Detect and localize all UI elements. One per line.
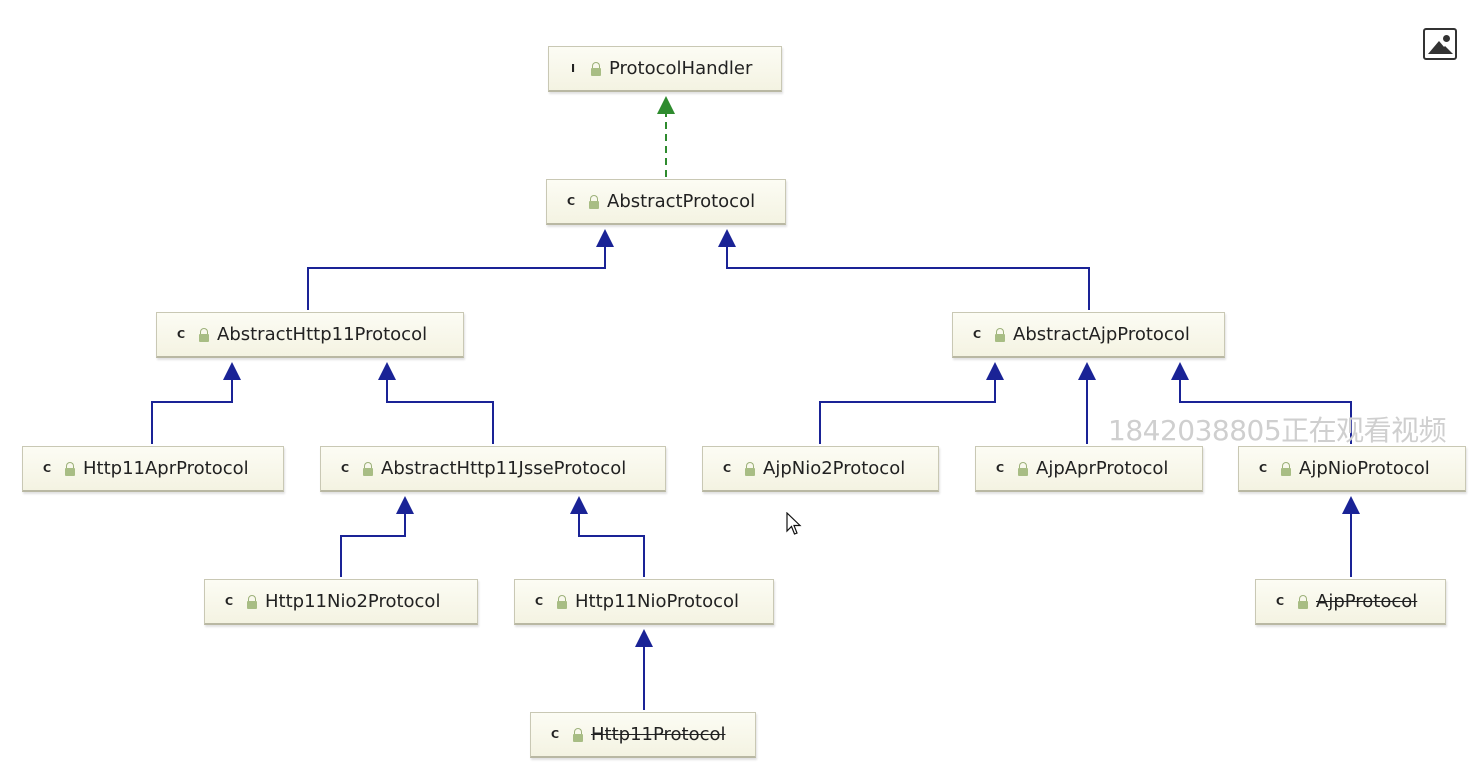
edge-abstractAjpProtocol-to-abstractProtocol: [718, 229, 1090, 310]
interface-i-icon: I: [570, 62, 576, 75]
class-c-icon: C: [176, 328, 186, 341]
edge-http11Protocol-to-http11NioProtocol: [635, 629, 653, 710]
class-c-icon: C: [995, 462, 1005, 475]
edge-ajpNio2Protocol-to-abstractAjpProtocol: [819, 362, 1004, 444]
edge-abstractProtocol-to-protocolHandler: [657, 96, 675, 177]
node-label: AjpNioProtocol: [1299, 458, 1430, 479]
node-label: AbstractAjpProtocol: [1013, 324, 1190, 345]
arrowhead: [570, 496, 588, 514]
node-http11-nio-protocol[interactable]: C Http11NioProtocol: [514, 579, 774, 625]
arrowhead: [1171, 362, 1189, 380]
image-icon[interactable]: [1423, 28, 1457, 60]
node-http11-nio2-protocol[interactable]: C Http11Nio2Protocol: [204, 579, 478, 625]
node-label: AjpNio2Protocol: [763, 458, 906, 479]
arrowhead: [396, 496, 414, 514]
node-ajp-apr-protocol[interactable]: C AjpAprProtocol: [975, 446, 1203, 492]
node-label: Http11NioProtocol: [575, 591, 739, 612]
node-label: AjpProtocol: [1316, 591, 1418, 612]
node-ajp-nio-protocol[interactable]: C AjpNioProtocol: [1238, 446, 1466, 492]
lock-icon: [588, 194, 600, 209]
lock-icon: [572, 727, 584, 742]
node-label: ProtocolHandler: [609, 58, 753, 79]
lock-icon: [198, 327, 210, 342]
class-c-icon: C: [534, 595, 544, 608]
edge-abstractHttp11JsseProtocol-to-abstractHttp11Protocol: [378, 362, 494, 444]
lock-icon: [556, 594, 568, 609]
lock-icon: [246, 594, 258, 609]
class-c-icon: C: [566, 195, 576, 208]
arrowhead: [657, 96, 675, 114]
edge-http11NioProtocol-to-abstractHttp11JsseProtocol: [570, 496, 645, 577]
node-ajp-protocol[interactable]: C AjpProtocol: [1255, 579, 1446, 625]
edge-line: [151, 378, 233, 444]
node-label: Http11Nio2Protocol: [265, 591, 441, 612]
node-abstract-http11-protocol[interactable]: C AbstractHttp11Protocol: [156, 312, 464, 358]
node-label: Http11Protocol: [591, 724, 726, 745]
node-http11-apr-protocol[interactable]: C Http11AprProtocol: [22, 446, 284, 492]
arrowhead: [378, 362, 396, 380]
arrowhead: [718, 229, 736, 247]
edge-ajpAprProtocol-to-abstractAjpProtocol: [1078, 362, 1096, 444]
arrowhead: [1078, 362, 1096, 380]
edge-line: [819, 378, 996, 444]
edge-line: [340, 512, 406, 577]
class-c-icon: C: [340, 462, 350, 475]
class-c-icon: C: [722, 462, 732, 475]
class-c-icon: C: [1258, 462, 1268, 475]
lock-icon: [994, 327, 1006, 342]
node-label: AbstractHttp11Protocol: [217, 324, 428, 345]
edge-line: [726, 245, 1090, 310]
edge-line: [1179, 378, 1352, 444]
node-http11-protocol[interactable]: C Http11Protocol: [530, 712, 756, 758]
arrowhead: [1342, 496, 1360, 514]
class-c-icon: C: [972, 328, 982, 341]
node-label: AbstractHttp11JsseProtocol: [381, 458, 627, 479]
edge-http11Nio2Protocol-to-abstractHttp11JsseProtocol: [340, 496, 414, 577]
node-abstract-protocol[interactable]: C AbstractProtocol: [546, 179, 786, 225]
node-label: AjpAprProtocol: [1036, 458, 1169, 479]
edge-line: [578, 512, 645, 577]
edge-ajpProtocol-to-ajpNioProtocol: [1342, 496, 1360, 577]
node-abstract-http11-jsse-protocol[interactable]: C AbstractHttp11JsseProtocol: [320, 446, 666, 492]
node-ajp-nio2-protocol[interactable]: C AjpNio2Protocol: [702, 446, 939, 492]
edge-http11AprProtocol-to-abstractHttp11Protocol: [151, 362, 241, 444]
lock-icon: [64, 461, 76, 476]
class-c-icon: C: [1275, 595, 1285, 608]
lock-icon: [1017, 461, 1029, 476]
node-label: Http11AprProtocol: [83, 458, 249, 479]
mouse-pointer-icon: [786, 512, 802, 535]
arrowhead: [223, 362, 241, 380]
edge-abstractHttp11Protocol-to-abstractProtocol: [307, 229, 614, 310]
arrowhead: [986, 362, 1004, 380]
edge-line: [307, 245, 606, 310]
arrowhead: [635, 629, 653, 647]
arrowhead: [596, 229, 614, 247]
class-c-icon: C: [42, 462, 52, 475]
lock-icon: [362, 461, 374, 476]
class-c-icon: C: [550, 728, 560, 741]
node-label: AbstractProtocol: [607, 191, 756, 212]
lock-icon: [1280, 461, 1292, 476]
class-c-icon: C: [224, 595, 234, 608]
edge-line: [386, 378, 494, 444]
node-protocol-handler[interactable]: I ProtocolHandler: [548, 46, 782, 92]
node-abstract-ajp-protocol[interactable]: C AbstractAjpProtocol: [952, 312, 1225, 358]
edge-ajpNioProtocol-to-abstractAjpProtocol: [1171, 362, 1352, 444]
viewer-watermark: 1842038805正在观看视频: [1108, 414, 1447, 447]
lock-icon: [590, 61, 602, 76]
lock-icon: [1297, 594, 1309, 609]
lock-icon: [744, 461, 756, 476]
